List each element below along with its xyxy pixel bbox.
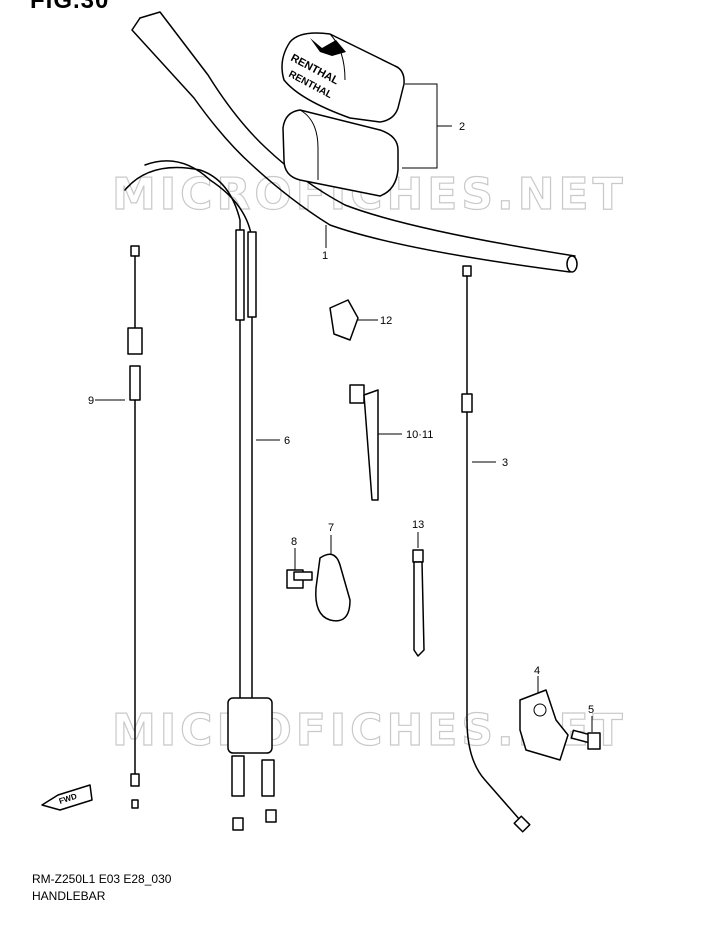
handlebar (131, 11, 578, 273)
cable-tie-10-11 (349, 384, 402, 501)
tie-13 (412, 532, 425, 657)
hot-start-cable (95, 245, 143, 809)
pad-logo-shape (310, 38, 346, 56)
bracket-4 (519, 676, 569, 761)
callout-10-11: 10·11 (406, 429, 433, 441)
clutch-cable (461, 265, 531, 833)
callout-3: 3 (502, 457, 508, 469)
callout-4: 4 (534, 665, 540, 677)
clamp-12 (329, 299, 378, 341)
callout-7: 7 (328, 522, 334, 534)
callout-1: 1 (322, 250, 328, 262)
callout-8: 8 (291, 536, 297, 548)
model-code: RM-Z250L1 E03 E28_030 (32, 872, 172, 886)
figure-title: FIG.30 (30, 0, 110, 14)
callout-13: 13 (412, 519, 424, 531)
callout-9: 9 (88, 395, 94, 407)
section-name: HANDLEBAR (32, 889, 106, 903)
callout-5: 5 (588, 704, 594, 716)
fwd-direction-marker: FWD (41, 784, 93, 811)
callout-12: 12 (380, 315, 392, 327)
callout-2: 2 (459, 121, 465, 133)
throttle-cable (124, 160, 280, 831)
bolt-8 (286, 548, 313, 589)
clamp-7 (315, 535, 351, 622)
bolt-5 (570, 716, 601, 750)
callout-6: 6 (284, 435, 290, 447)
